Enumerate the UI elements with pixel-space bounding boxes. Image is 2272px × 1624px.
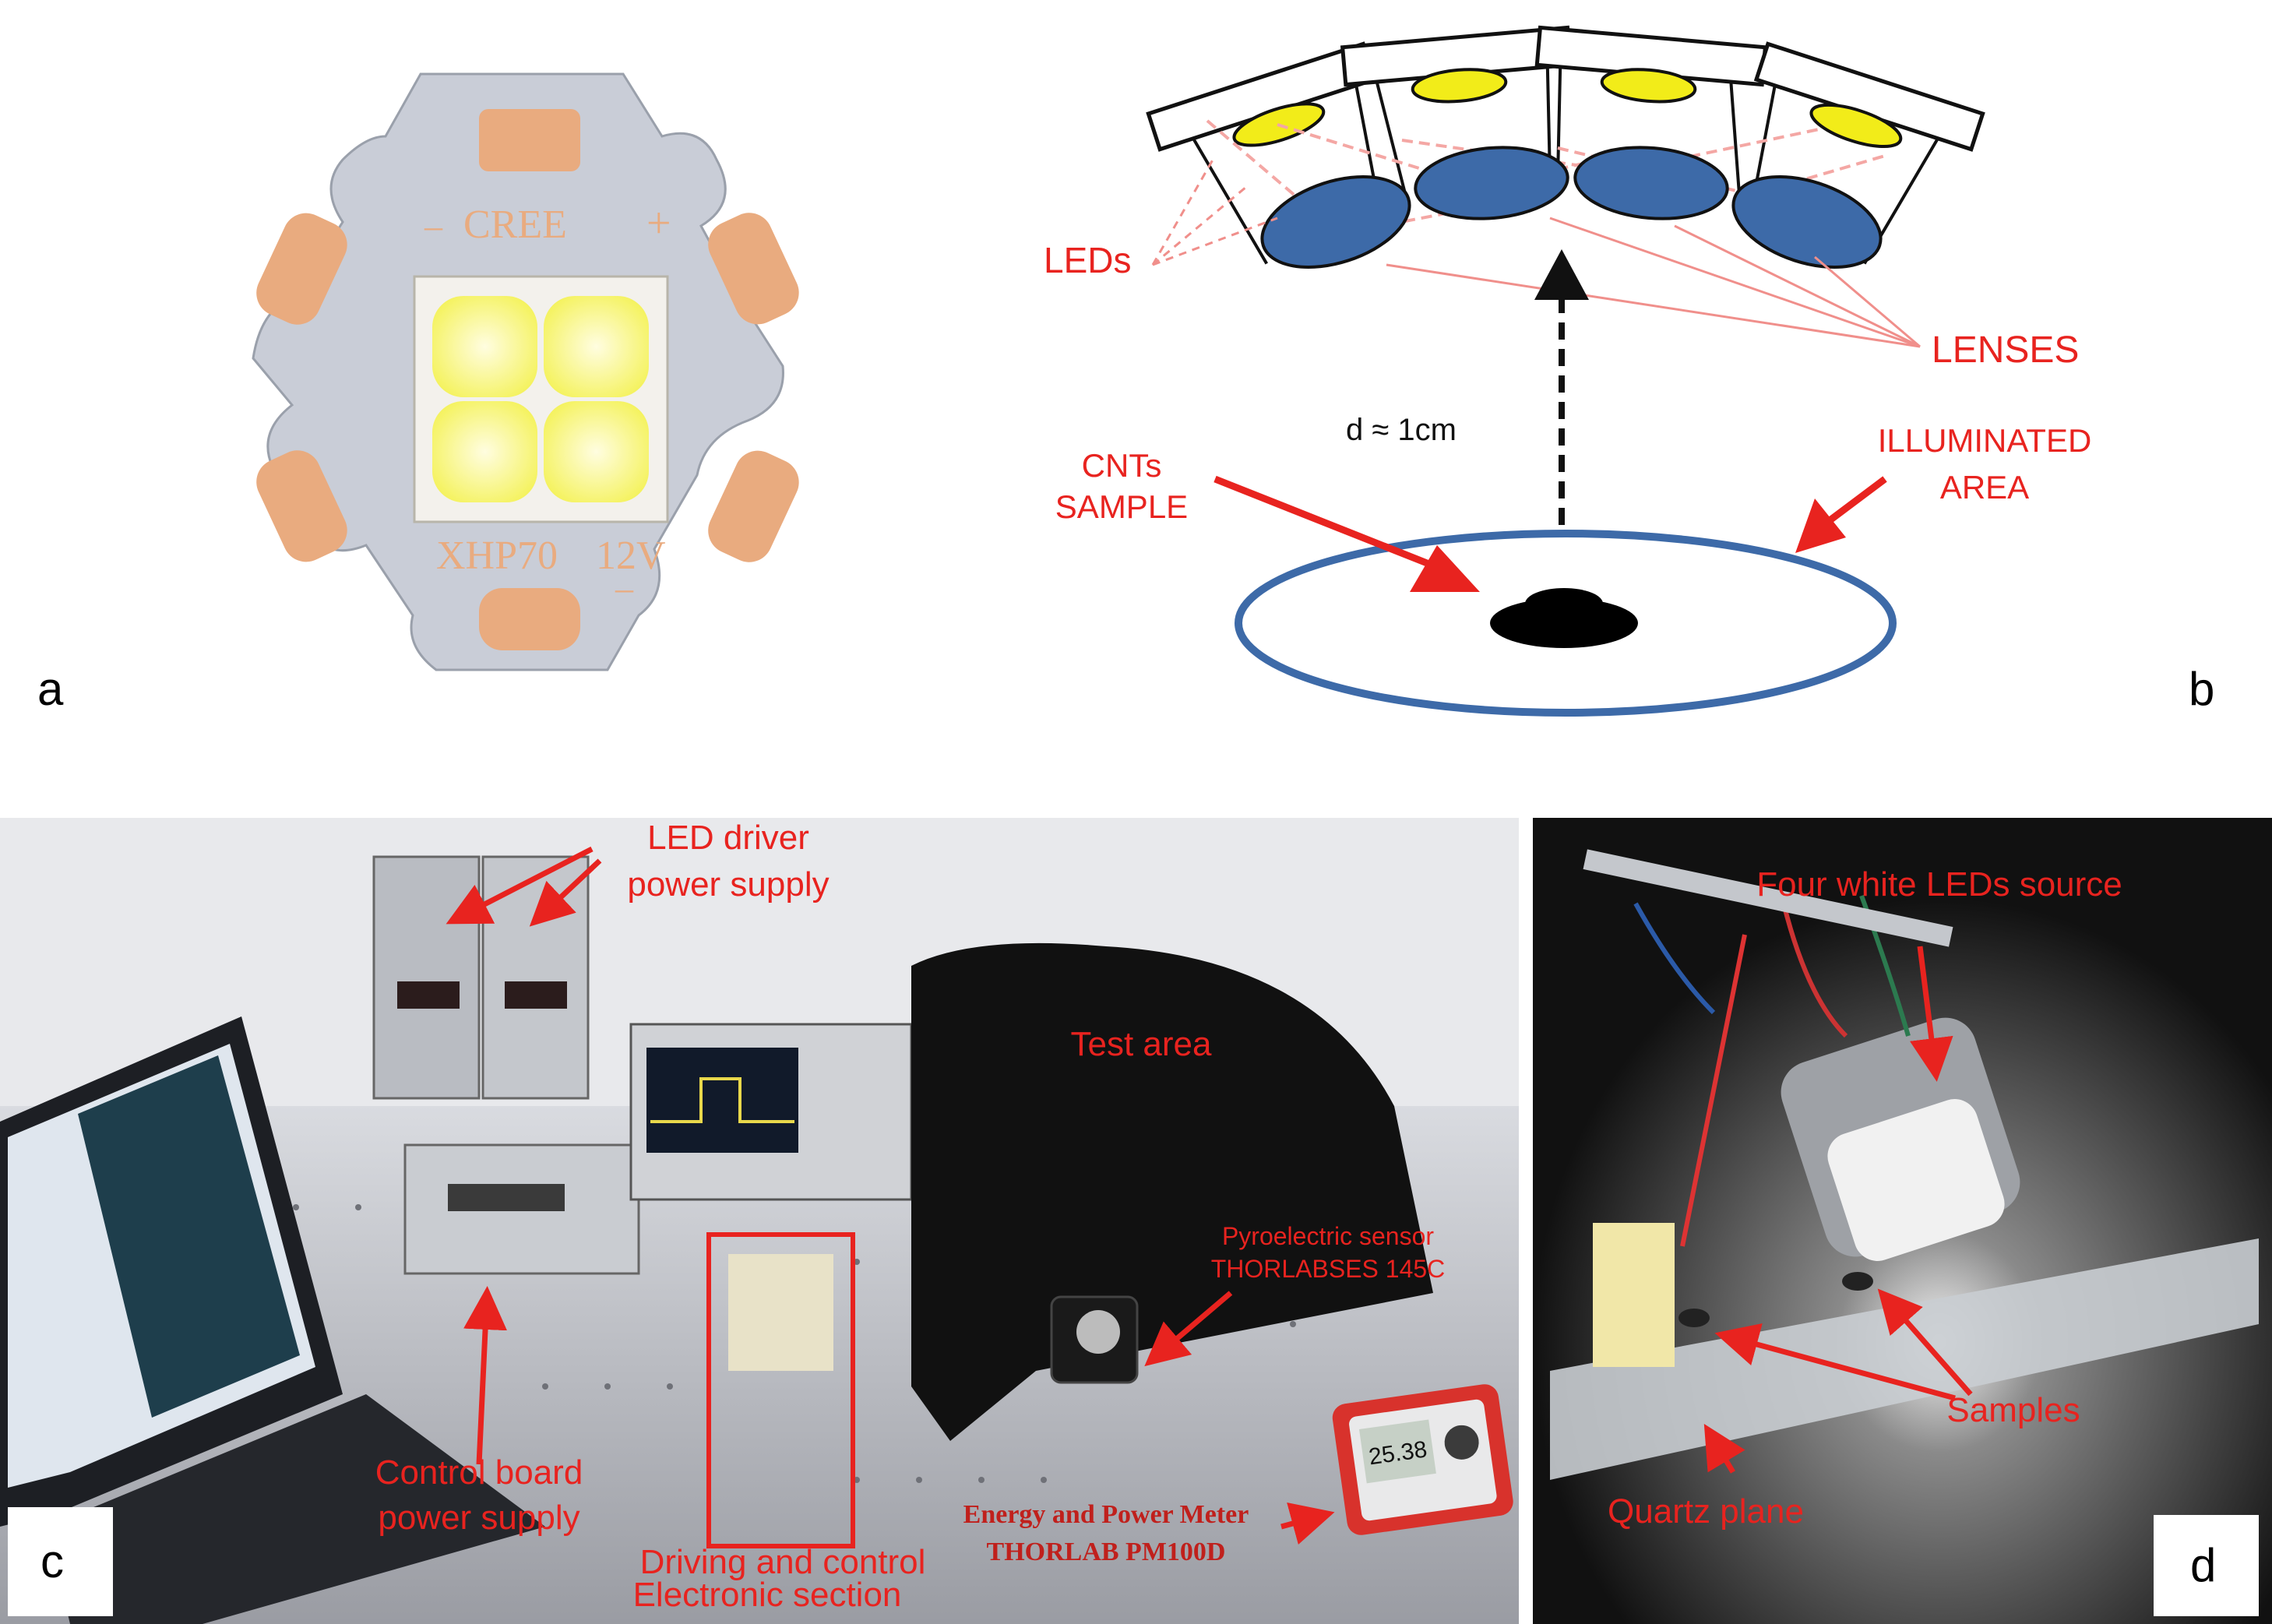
- leds-pointer-lines: [1151, 155, 1278, 266]
- meter-label-line2: THORLAB PM100D: [987, 1538, 1226, 1566]
- lens-1: [1260, 175, 1411, 269]
- driving-label-line1: Driving and control: [640, 1543, 926, 1581]
- psu-right-display: [505, 981, 567, 1009]
- pcb-voltage-text: 12V: [596, 534, 666, 578]
- cnts-arrow: [1213, 475, 1462, 580]
- oscilloscope-trace: [650, 1077, 794, 1123]
- pyro-label-line2: THORLABSES 145C: [1211, 1255, 1446, 1283]
- lenses-label: LENSES: [1932, 329, 2079, 371]
- cnts-arrow-head: [1410, 545, 1480, 592]
- quartz-plane-label: Quartz plane: [1608, 1492, 1804, 1531]
- led-die-emitter-4: [544, 401, 649, 502]
- distance-label: d ≈ 1cm: [1346, 413, 1457, 447]
- pcb-top-text: CREE: [463, 203, 567, 247]
- sample-2: [1842, 1272, 1873, 1291]
- panel-letter-d: d: [2190, 1539, 2216, 1591]
- breadboard: [728, 1254, 833, 1371]
- samples-label: Samples: [1946, 1391, 2080, 1429]
- led-die-emitter-3: [432, 401, 537, 502]
- solder-pad-bottom: [479, 588, 580, 650]
- quartz-plane: [1550, 1238, 2259, 1480]
- oscilloscope-screen: [646, 1048, 798, 1153]
- pyro-label-line1: Pyroelectric sensor: [1222, 1222, 1434, 1250]
- lens-4: [1731, 175, 1883, 269]
- driving-label-line2: Electronic section: [633, 1576, 902, 1614]
- led-source-label: Four white LEDs source: [1756, 865, 2122, 904]
- psu-left-display: [397, 981, 460, 1009]
- meter-label-line1: Energy and Power Meter: [963, 1500, 1249, 1529]
- laptop-screen-window: [78, 1055, 300, 1418]
- pyroelectric-sensor-head: [1076, 1310, 1120, 1354]
- lens-2: [1414, 146, 1569, 220]
- panel-c: 25.38 LED driver power supply Test area …: [0, 818, 1519, 1624]
- area-arrow-head: [1795, 498, 1846, 553]
- pcb-minus-mark: –: [424, 206, 443, 245]
- led-housing-4: [1750, 41, 1985, 265]
- solder-pad-top: [479, 109, 580, 171]
- leds-label: LEDs: [1044, 240, 1131, 280]
- solder-pad-left-upper: [256, 213, 347, 325]
- area-label-line1: ILLUMINATED: [1878, 422, 2092, 459]
- led-die-emitter-2: [544, 296, 649, 397]
- panel-d: Four white LEDs source Samples Quartz pl…: [1533, 818, 2272, 1624]
- panel-a: – CREE + XHP70 12V – a: [37, 72, 799, 715]
- test-area-enclosure: [911, 942, 1433, 1441]
- led-driver-psu-left: [372, 855, 481, 1100]
- lenses-pointer-lines: [1386, 217, 1921, 348]
- pcb-model-text: XHP70: [436, 534, 558, 578]
- metal-rod: [1583, 849, 1953, 947]
- panel-letter-c: c: [41, 1535, 64, 1587]
- cnt-sample-blob: [1490, 598, 1638, 648]
- panel-b: LEDs LENSES d ≈ 1cm CNTs SAMPLE ILLUMINA…: [1044, 25, 2214, 717]
- panel-letter-b: b: [2189, 663, 2214, 715]
- led-driver-label-line2: power supply: [627, 865, 829, 904]
- control-board-label-line1: Control board: [375, 1453, 583, 1492]
- area-arrow: [1820, 476, 1887, 529]
- solder-pad-left-lower: [256, 450, 347, 562]
- led-driver-label-line1: LED driver: [647, 819, 809, 857]
- sample-1: [1678, 1309, 1710, 1327]
- laptop-keyboard: [47, 1394, 545, 1624]
- solder-pad-right-lower: [708, 450, 799, 562]
- pcb-plus-mark: +: [646, 199, 671, 248]
- control-psu-display: [448, 1184, 565, 1211]
- led-driver-psu-right: [481, 855, 590, 1100]
- driving-section-box: [706, 1232, 855, 1548]
- pcb-bottom-minus-mark: –: [615, 568, 634, 608]
- annotation-arrows: [446, 846, 1335, 1545]
- panel-letter-c-box: [8, 1507, 113, 1616]
- test-area-label: Test area: [1071, 1025, 1213, 1063]
- panel-letter-d-box: [2154, 1515, 2259, 1616]
- cnts-label-line1: CNTs: [1082, 447, 1162, 484]
- control-board-label-line2: power supply: [378, 1499, 579, 1537]
- panel-letter-a: a: [37, 663, 64, 715]
- solder-pad-right-upper: [708, 213, 799, 325]
- led-source-diffuser: [1827, 1099, 2005, 1261]
- cnts-label-line2: SAMPLE: [1055, 488, 1188, 525]
- lens-3: [1573, 146, 1729, 220]
- cnt-sample-blob-top: [1525, 588, 1603, 619]
- lamp-block: [1593, 1223, 1675, 1367]
- led-die-emitter-1: [432, 296, 537, 397]
- area-label-line2: AREA: [1940, 469, 2029, 506]
- energy-power-meter: 25.38: [1332, 1384, 1513, 1535]
- panel-d-arrows: [1703, 946, 1973, 1474]
- distance-arrow-head-up: [1534, 249, 1589, 300]
